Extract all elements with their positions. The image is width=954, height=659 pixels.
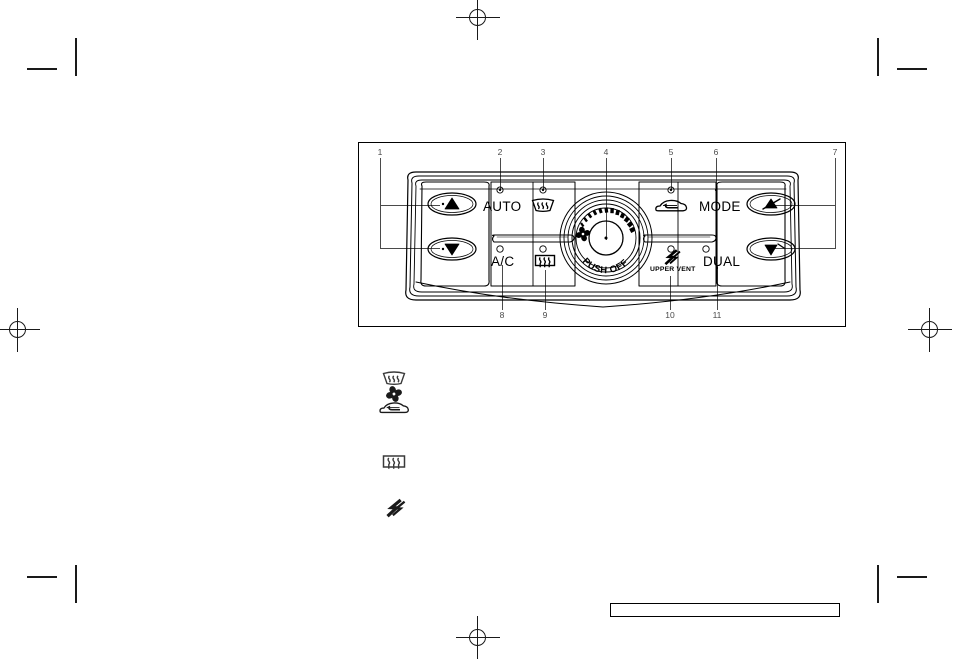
callout-number-1: 1 [377,147,383,157]
front-defroster-icon [531,198,555,212]
leader-line-4 [606,158,607,240]
crop-mark-bottom-left-vertical [75,565,77,603]
leader-line-6 [716,158,717,203]
front-defroster-icon-standalone [382,371,406,386]
upper-vent-button-label[interactable]: UPPER VENT [650,266,696,273]
footer-placeholder-box [610,603,840,617]
leader-line-2 [500,158,501,190]
registration-mark-top [456,0,500,40]
leader-line-1-vertical-lower [380,205,381,249]
crop-mark-top-left-vertical [75,38,77,76]
leader-line-7-branch-up [775,205,835,206]
registration-mark-left [0,308,40,352]
registration-mark-right [908,308,952,352]
leader-line-5 [671,158,672,190]
leader-line-3 [543,158,544,190]
leader-line-7-branch-down [775,248,835,249]
ac-button-label[interactable]: A/C [491,254,515,269]
upper-vent-airflow-icon [664,249,681,266]
callout-number-9: 9 [542,310,548,320]
rear-defroster-icon [534,254,556,268]
leader-line-7-vertical [835,158,836,206]
callout-number-8: 8 [499,310,505,320]
fan-blower-icon-standalone [386,386,402,402]
auto-button-label[interactable]: AUTO [483,199,522,214]
crop-mark-bottom-right-vertical [877,565,879,603]
air-recirculation-car-icon [655,199,688,212]
callout-number-10: 10 [665,310,675,320]
registration-mark-bottom [456,616,500,659]
leader-line-1-branch-down [380,248,440,249]
dual-button-label[interactable]: DUAL [703,254,741,269]
crop-mark-bottom-left-horizontal [27,576,57,578]
crop-mark-top-right-horizontal [897,68,927,70]
callout-number-6: 6 [713,147,719,157]
callout-number-7: 7 [832,147,838,157]
callout-number-4: 4 [603,147,609,157]
rear-defroster-icon-standalone [382,455,406,469]
leader-line-11 [717,265,718,310]
fan-knob-push-off-label: PUSH OFF [580,256,631,276]
callout-number-5: 5 [668,147,674,157]
crop-mark-bottom-right-horizontal [897,576,927,578]
air-recirculation-car-icon-standalone [379,402,409,414]
upper-vent-airflow-icon-standalone [386,498,406,518]
callout-number-11: 11 [712,310,722,320]
crop-mark-top-left-horizontal [27,68,57,70]
leader-line-9 [545,270,546,310]
callout-number-2: 2 [497,147,503,157]
leader-line-1-branch-up [380,205,440,206]
mode-button-label[interactable]: MODE [699,199,741,214]
callout-number-3: 3 [540,147,546,157]
leader-line-8 [502,265,503,310]
crop-mark-top-right-vertical [877,38,879,76]
leader-line-7-vertical-lower [835,205,836,249]
leader-line-1-vertical [380,158,381,206]
leader-line-10 [670,276,671,310]
